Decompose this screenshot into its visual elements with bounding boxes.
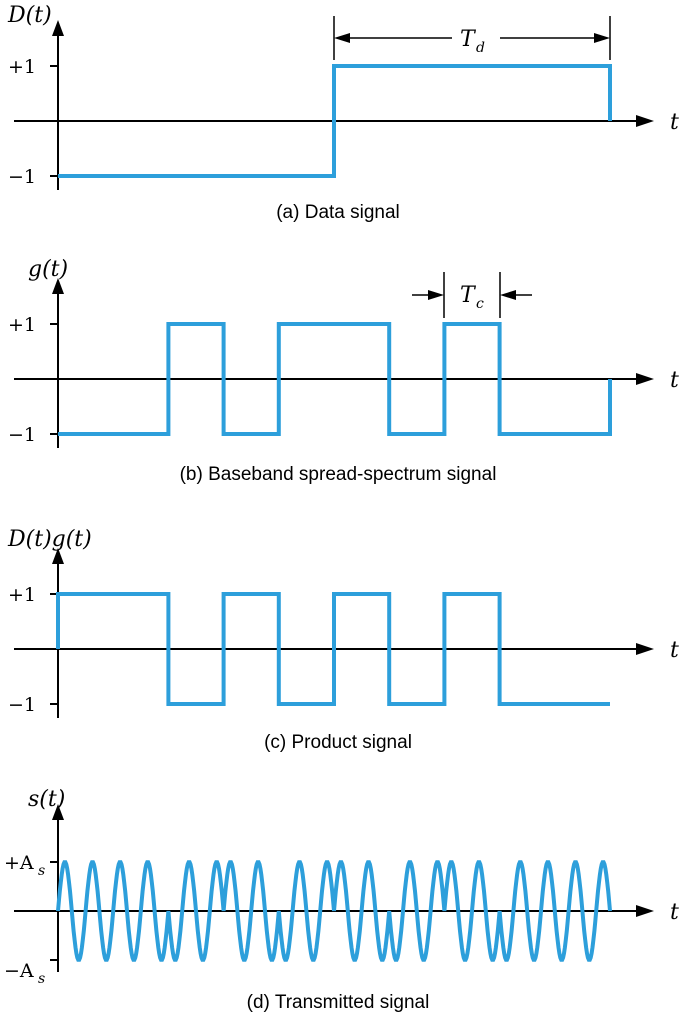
data-signal-waveform [58, 64, 612, 178]
level-minus-amplitude-subscript: s [38, 971, 45, 987]
transmitted-bpsk-waveform [56, 860, 612, 962]
panel-baseband-signal: g(t) +1 −1 t T c (b) Baseband spread-spe… [8, 257, 679, 485]
caption-d: (d) Transmitted signal [247, 992, 430, 1013]
y-axis-label: D(t)g(t) [7, 527, 92, 552]
y-axis-arrow [52, 278, 64, 294]
bit-duration-dimension: T d [333, 16, 611, 60]
level-plus-one-label: +1 [8, 584, 36, 606]
bit-duration-subscript: d [476, 40, 485, 56]
y-axis-arrow [52, 804, 64, 820]
chip-duration-symbol: T [460, 283, 477, 308]
x-axis-arrow [636, 373, 654, 385]
level-minus-one-label: −1 [8, 166, 36, 188]
caption-c: (c) Product signal [264, 732, 412, 753]
level-plus-one-label: +1 [8, 314, 36, 336]
x-axis-label: t [670, 638, 679, 663]
level-plus-one-label: +1 [8, 56, 36, 78]
x-axis-arrow [636, 115, 654, 127]
product-waveform [56, 592, 610, 706]
x-axis-label: t [670, 110, 679, 135]
level-plus-amplitude-label: +A [4, 852, 34, 874]
panel-transmitted-signal: s(t) +A s −A s t (d) Transmitted signal [4, 787, 679, 1013]
caption-b: (b) Baseband spread-spectrum signal [180, 464, 497, 485]
chip-duration-subscript: c [476, 296, 484, 312]
y-axis-arrow [52, 20, 64, 36]
y-axis-label: g(t) [28, 257, 68, 282]
x-axis-label: t [670, 900, 679, 925]
x-axis-arrow [636, 905, 654, 917]
y-axis-arrow [52, 548, 64, 564]
chip-duration-dimension: T c [412, 272, 532, 318]
level-minus-amplitude-label: −A [4, 960, 34, 982]
y-axis-label: D(t) [7, 3, 52, 28]
y-axis-label: s(t) [28, 787, 65, 812]
x-axis-arrow [636, 643, 654, 655]
level-minus-one-label: −1 [8, 694, 36, 716]
panel-product-signal: D(t)g(t) +1 −1 t (c) Product signal [7, 527, 679, 753]
panel-data-signal: D(t) +1 −1 t T d (a) Data signal [7, 3, 679, 223]
level-minus-one-label: −1 [8, 424, 36, 446]
baseband-spread-waveform [58, 322, 612, 436]
caption-a: (a) Data signal [276, 202, 400, 223]
x-axis-label: t [670, 368, 679, 393]
bit-duration-symbol: T [460, 27, 477, 52]
level-plus-amplitude-subscript: s [38, 863, 45, 879]
